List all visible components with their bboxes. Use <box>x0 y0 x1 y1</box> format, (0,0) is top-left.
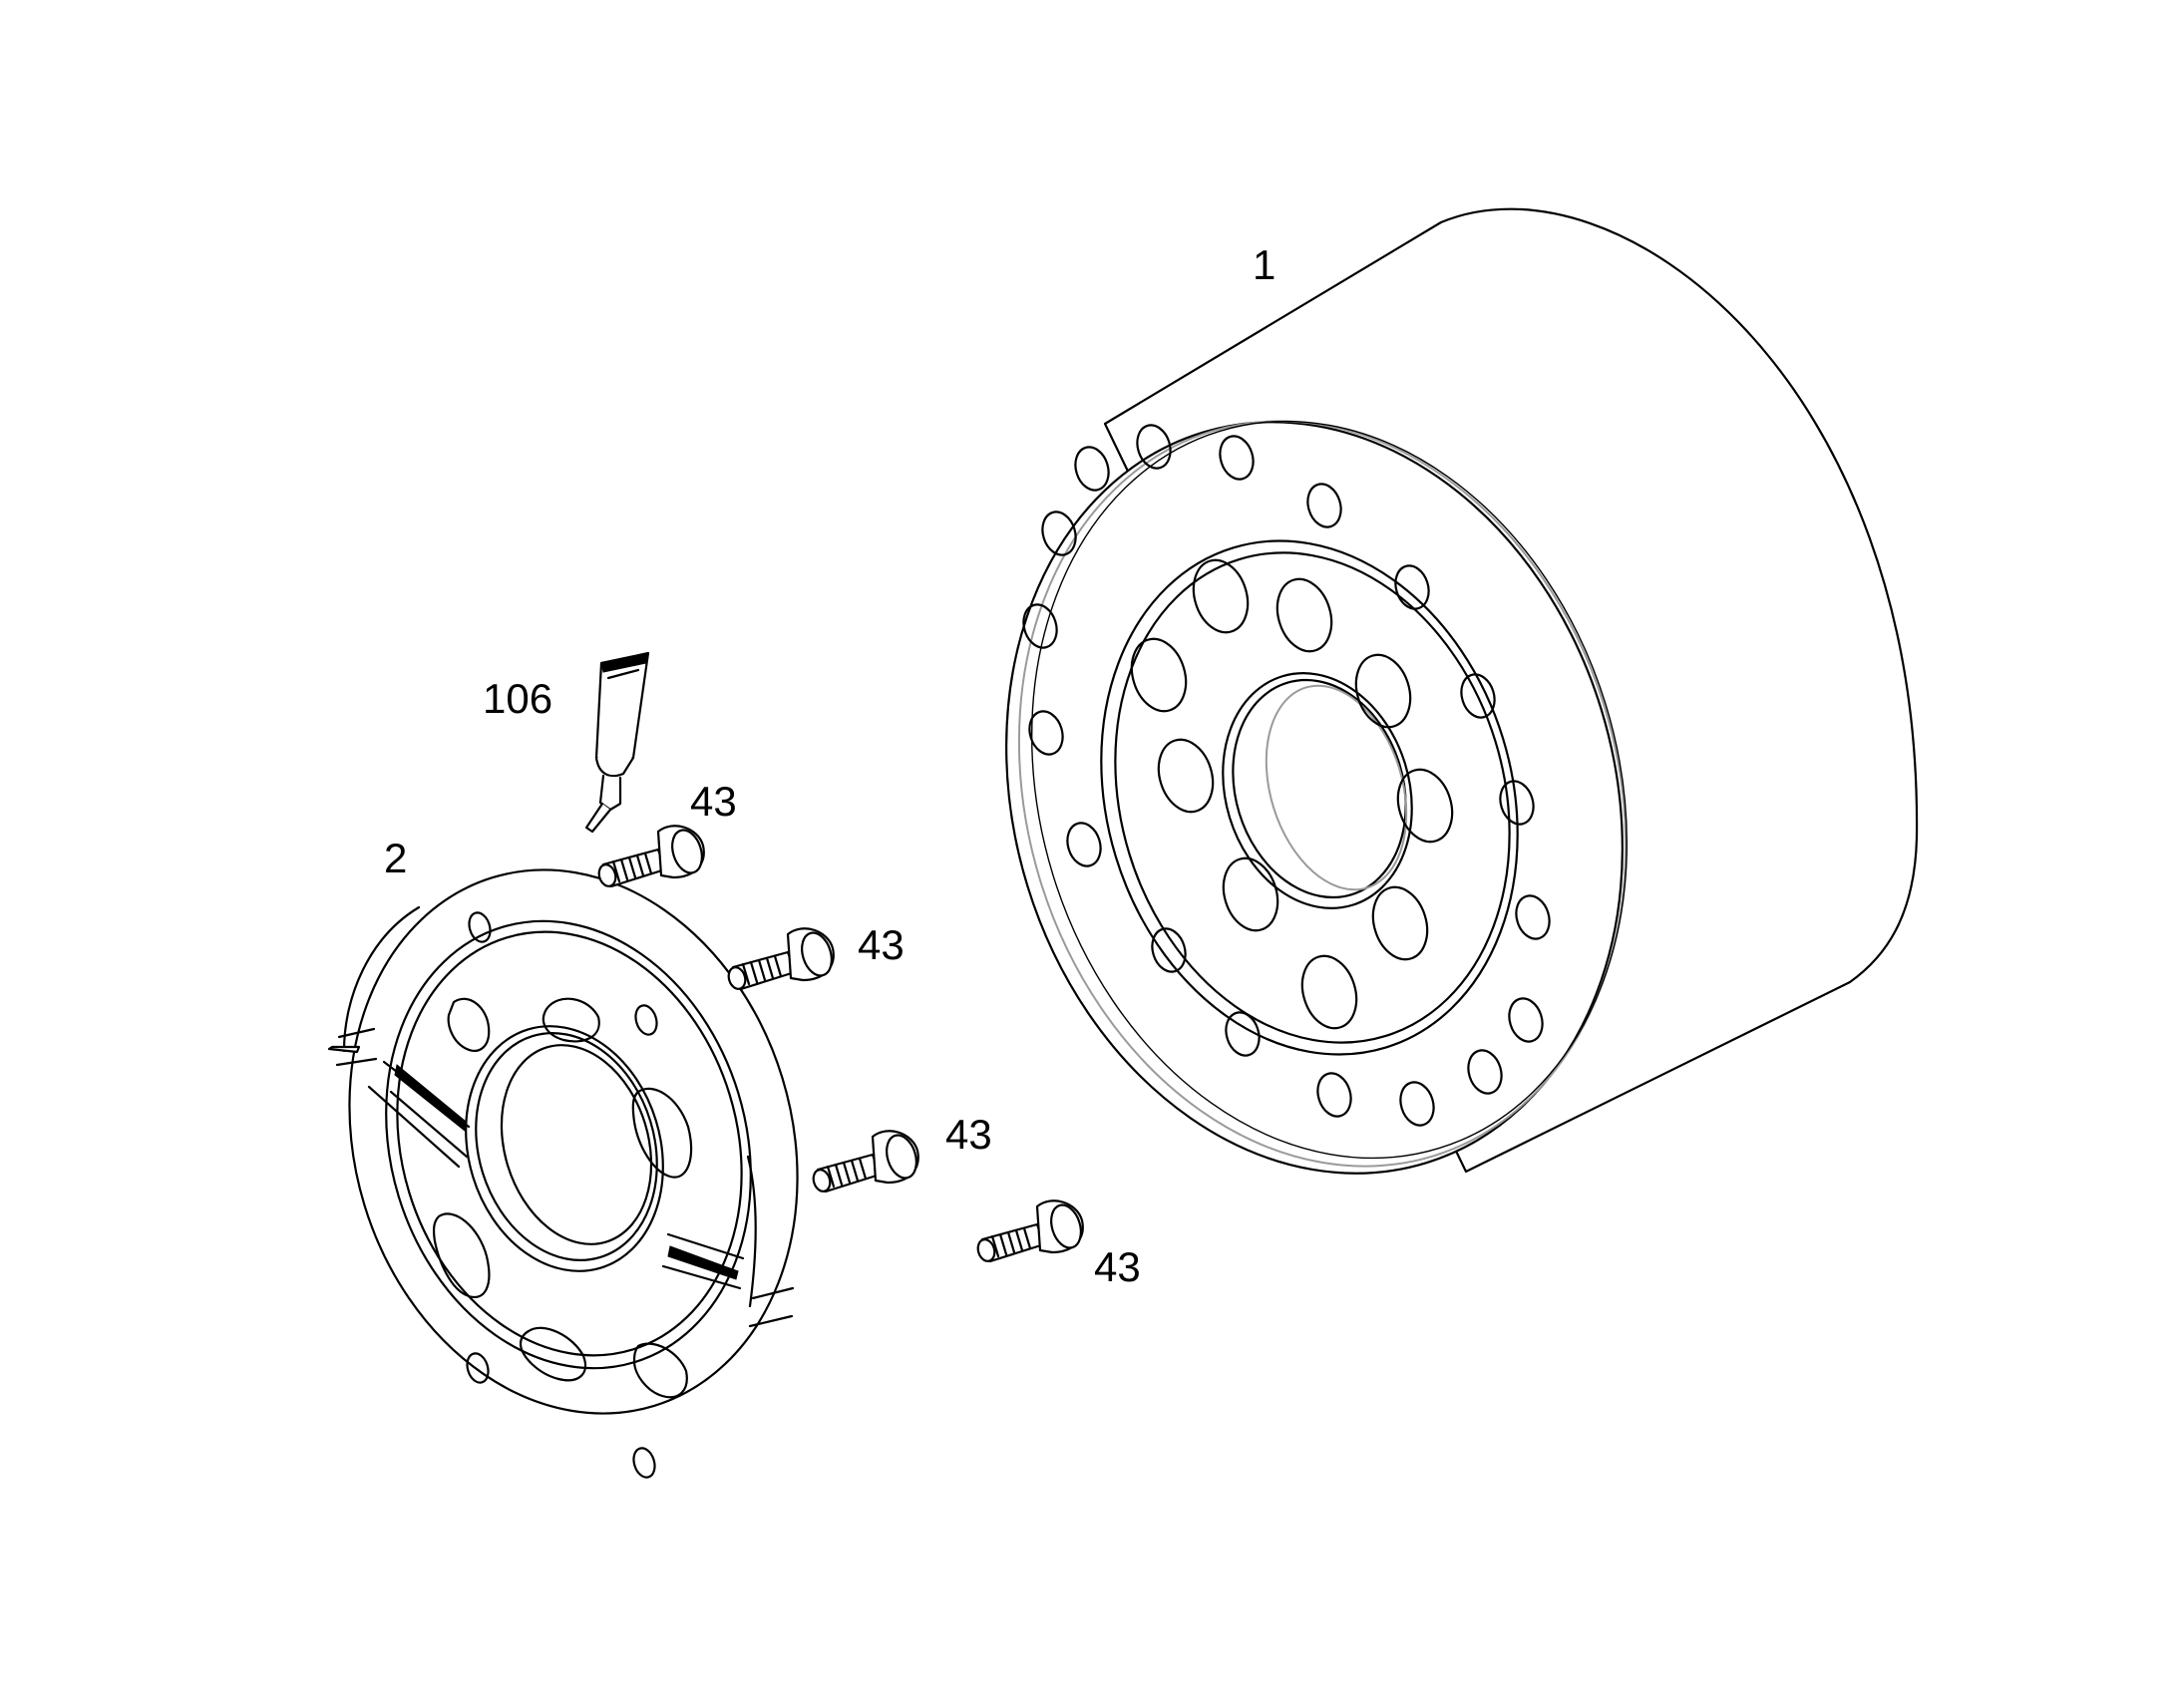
cylinder-bores <box>1130 558 1454 1030</box>
bolt-holes <box>1022 424 1551 1127</box>
callout-part-1: 1 <box>1253 241 1275 288</box>
screw-43-c <box>812 1130 919 1194</box>
callout-part-43-b: 43 <box>858 921 905 968</box>
screw-43-b <box>727 927 835 991</box>
callout-part-43-d: 43 <box>1094 1243 1141 1290</box>
callout-part-2: 2 <box>384 835 407 881</box>
callout-part-106: 106 <box>483 675 552 722</box>
valve-plate-part-2 <box>327 868 799 1479</box>
callout-part-43-a: 43 <box>690 778 737 825</box>
cylinder-block-part-1 <box>1005 207 1919 1175</box>
callout-part-43-c: 43 <box>945 1111 992 1158</box>
sealant-tube-part-106 <box>584 651 650 834</box>
screw-43-d <box>976 1199 1084 1263</box>
screw-43-a <box>597 825 705 888</box>
